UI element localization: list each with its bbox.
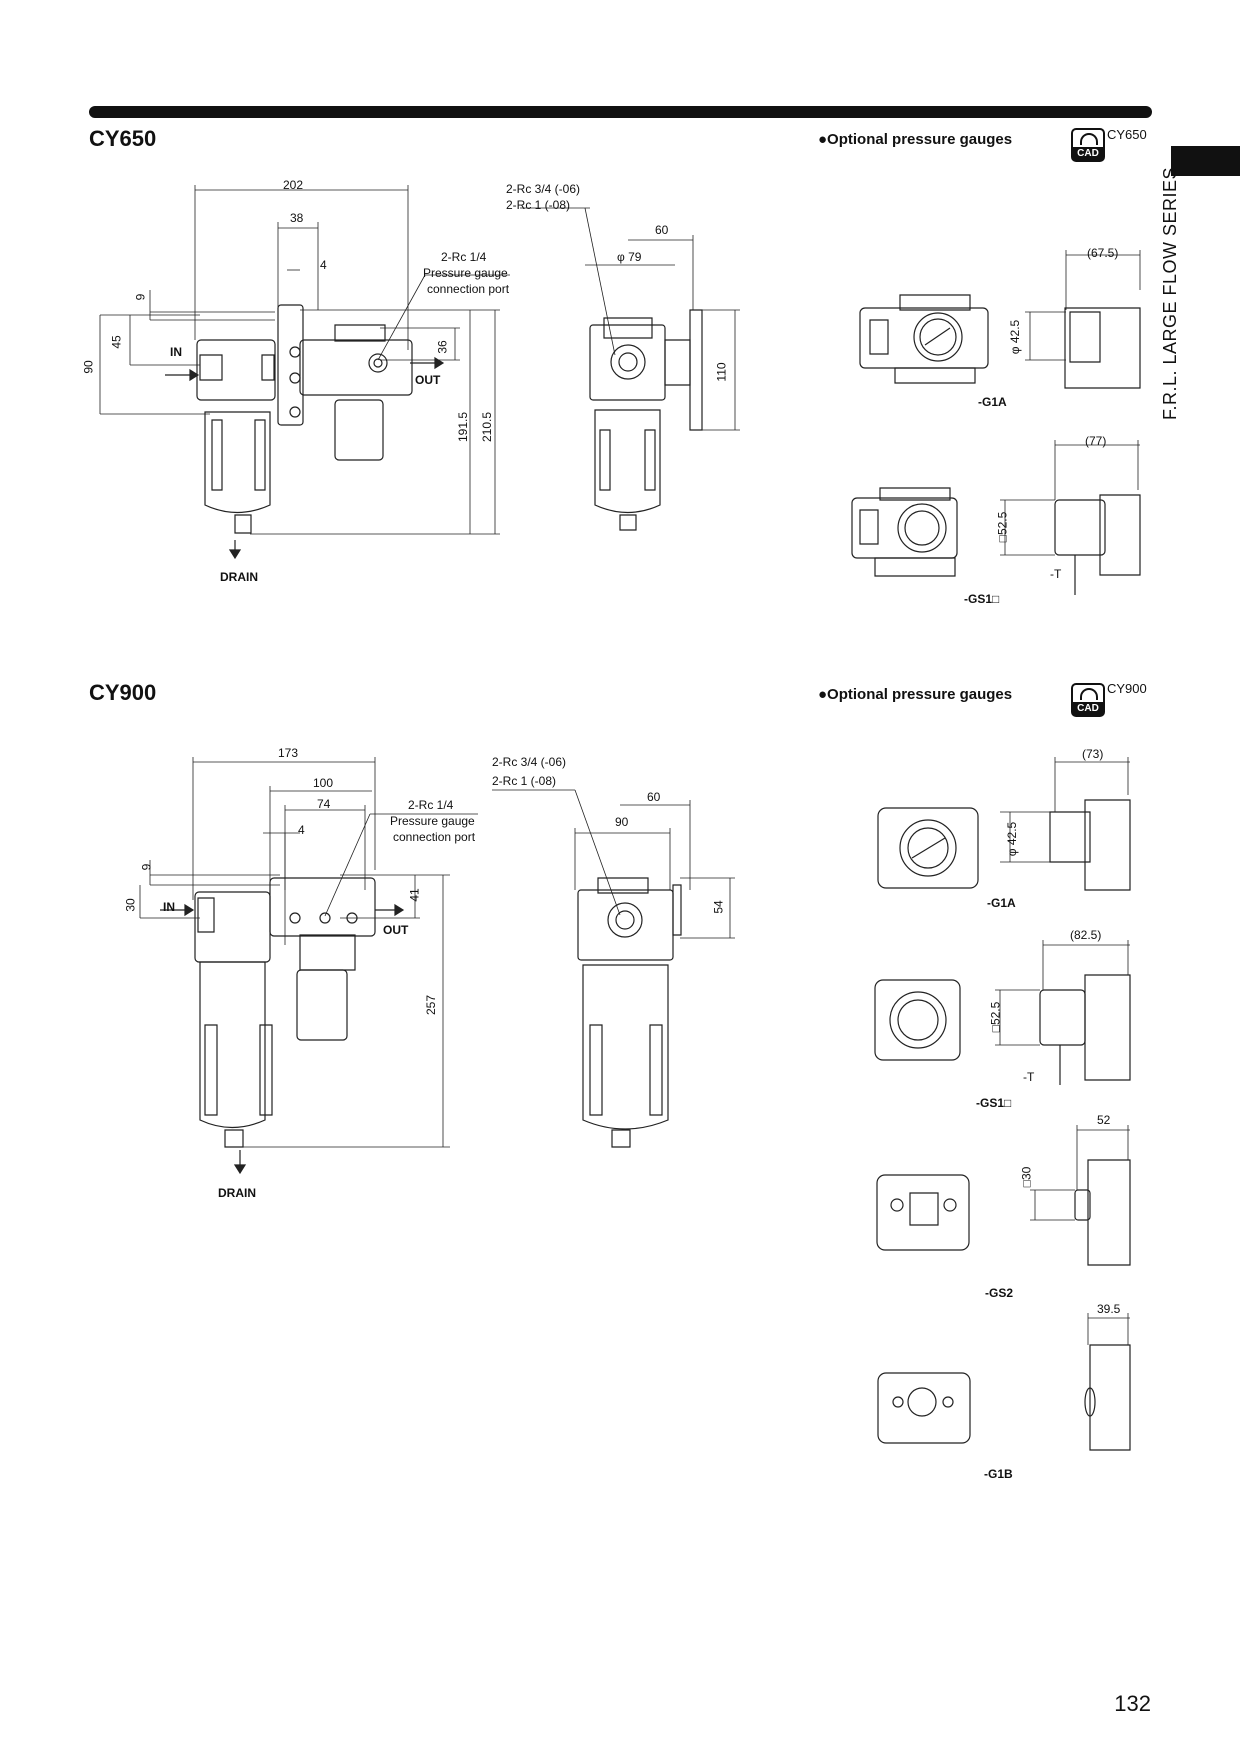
- cy900-side-view: [492, 790, 735, 1147]
- out-label: OUT: [415, 373, 441, 387]
- dim-label: 74: [317, 797, 331, 811]
- dim-label: 60: [647, 790, 661, 804]
- dim-label: 173: [278, 746, 299, 760]
- dim-label: 54: [711, 900, 726, 914]
- section-title-cy650: CY650: [89, 126, 157, 151]
- top-rule: [89, 106, 1152, 118]
- dim-label: □30: [1019, 1166, 1034, 1188]
- dim-label: (82.5): [1070, 928, 1102, 942]
- cy900-gauge-gs2: [877, 1125, 1130, 1265]
- dim-label: 9: [139, 863, 154, 871]
- dim-label: 257: [424, 994, 439, 1016]
- cy900-gauge-g1b: [878, 1313, 1130, 1450]
- port-label: 2-Rc 3/4 (-06): [492, 755, 567, 769]
- dim-label: 39.5: [1097, 1302, 1121, 1316]
- optional-gauges-heading: ●Optional pressure gauges: [818, 131, 1013, 148]
- dim-label: 45: [109, 335, 124, 349]
- cy650-gauge-gs1: [852, 440, 1140, 595]
- dim-label: 90: [81, 360, 96, 374]
- page-number: 132: [1114, 1691, 1151, 1716]
- cad-icon[interactable]: CAD: [1071, 683, 1105, 717]
- dim-label: 9: [133, 293, 148, 301]
- dim-label: 191.5: [456, 411, 471, 443]
- dim-label: 4: [298, 823, 305, 837]
- dim-label: -T: [1050, 567, 1062, 581]
- cad-icon[interactable]: CAD: [1071, 128, 1105, 162]
- dim-label: 90: [615, 815, 629, 829]
- section-title-cy900: CY900: [89, 680, 157, 705]
- cy900-gauge-g1a: [878, 757, 1130, 890]
- gauge-code: -GS1□: [964, 592, 1000, 606]
- dim-label: □52.5: [995, 511, 1010, 543]
- port-label: connection port: [427, 282, 510, 296]
- dim-label: 41: [407, 888, 422, 902]
- port-label: 2-Rc 3/4 (-06): [506, 182, 581, 196]
- gauge-code: -GS2: [985, 1286, 1014, 1300]
- dim-label: (67.5): [1087, 246, 1119, 260]
- dim-label: φ 42.5: [1008, 319, 1023, 355]
- gauge-code: -G1B: [984, 1467, 1013, 1481]
- optional-gauges-heading: ●Optional pressure gauges: [818, 686, 1013, 703]
- dim-label: 4: [320, 258, 327, 272]
- in-label: IN: [170, 345, 182, 359]
- dim-label: φ 42.5: [1005, 821, 1020, 857]
- dim-label: 38: [290, 211, 304, 225]
- dim-label: (73): [1082, 747, 1104, 761]
- dim-label: 36: [435, 340, 450, 354]
- gauge-code: -G1A: [978, 395, 1007, 409]
- dim-label: 202: [283, 178, 304, 192]
- dim-label: □52.5: [988, 1001, 1003, 1033]
- dim-label: 210.5: [480, 411, 495, 443]
- port-label: connection port: [393, 830, 476, 844]
- cy900-gauge-gs1: [875, 940, 1130, 1085]
- port-label: 2-Rc 1 (-08): [506, 198, 571, 212]
- port-label: 2-Rc 1/4: [408, 798, 454, 812]
- cy650-side-view: [520, 208, 740, 530]
- cy650-front-view: [100, 185, 510, 558]
- dim-label: -T: [1023, 1070, 1035, 1084]
- dim-label: 110: [714, 362, 729, 382]
- dim-label: 30: [123, 898, 138, 912]
- cad-code: CY900: [1107, 681, 1147, 696]
- cy650-gauge-g1a: [860, 250, 1140, 388]
- drain-label: DRAIN: [218, 1186, 256, 1200]
- gauge-code: -GS1□: [976, 1096, 1012, 1110]
- dim-label: (77): [1085, 434, 1107, 448]
- port-label: Pressure gauge: [390, 814, 475, 828]
- port-label: Pressure gauge: [423, 266, 508, 280]
- cy900-front-view: [140, 757, 478, 1173]
- drain-label: DRAIN: [220, 570, 258, 584]
- port-label: 2-Rc 1/4: [441, 250, 487, 264]
- dim-label: 52: [1097, 1113, 1111, 1127]
- in-label: IN: [163, 900, 175, 914]
- dim-label: φ 79: [617, 250, 642, 264]
- out-label: OUT: [383, 923, 409, 937]
- dim-label: 60: [655, 223, 669, 237]
- cad-code: CY650: [1107, 127, 1147, 142]
- section-tab: [1171, 146, 1240, 176]
- dim-label: 100: [313, 776, 334, 790]
- gauge-code: -G1A: [987, 896, 1016, 910]
- port-label: 2-Rc 1 (-08): [492, 774, 557, 788]
